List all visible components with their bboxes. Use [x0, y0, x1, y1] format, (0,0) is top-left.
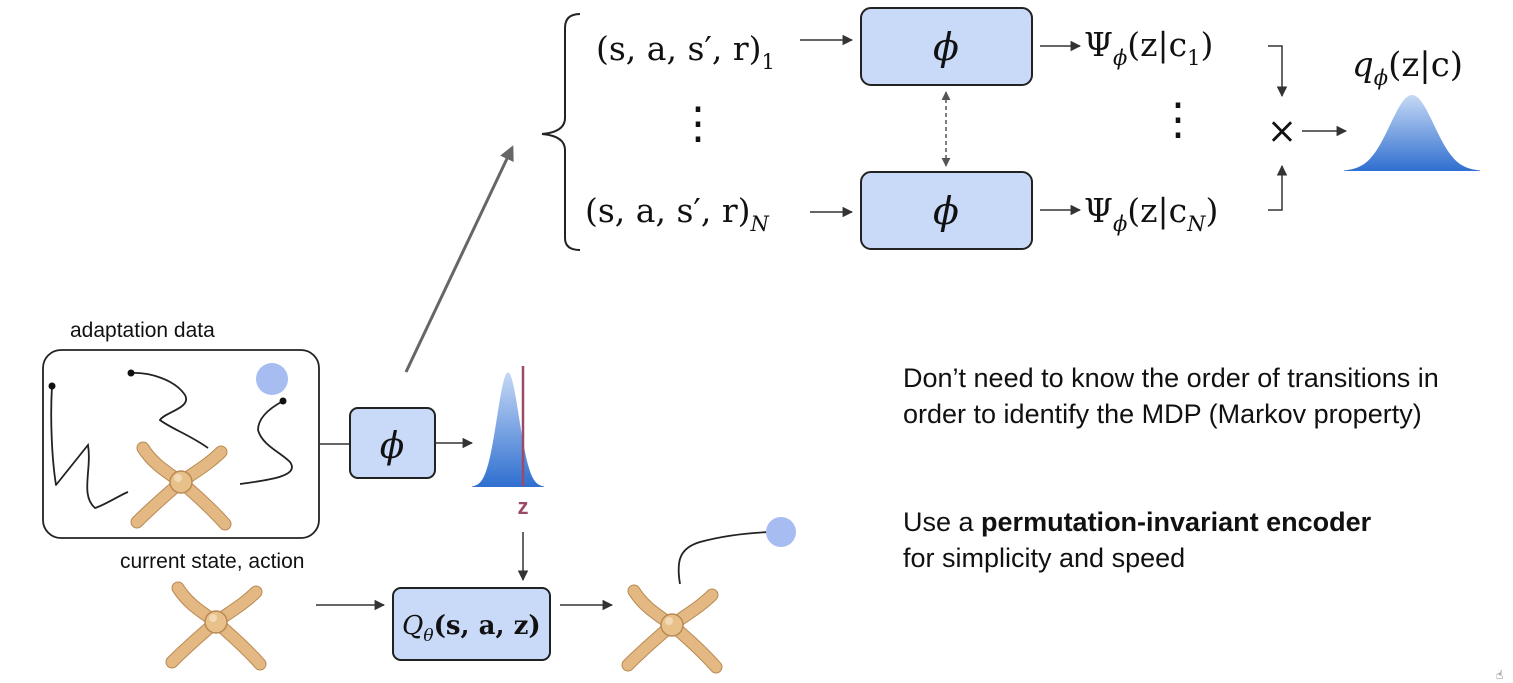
factor-n-sub: N: [1186, 212, 1206, 236]
transition-1: (s, a, s′, r)1: [596, 29, 775, 74]
result-trajectory: [677, 531, 771, 585]
current-state-action-label: current state, action: [120, 550, 304, 573]
encoder-box-1: [860, 7, 1033, 86]
encoder-box-n: [860, 171, 1033, 250]
svg-text:(s, a, s′, r)N: (s, a, s′, r)N: [585, 191, 770, 236]
factor-1-arg: (z|c: [1127, 25, 1187, 64]
q-args: (s, a, z): [434, 611, 541, 641]
factor-1-close: ): [1201, 25, 1214, 64]
result-goal-dot-icon: [766, 517, 796, 547]
ellipsis-transitions: ⋮: [676, 98, 720, 149]
transition-1-subscript: 1: [762, 50, 775, 74]
factor-n-close: ): [1206, 191, 1219, 230]
goal-dot-icon: [256, 363, 288, 395]
svg-text:qϕ(z|c): qϕ(z|c): [1352, 45, 1463, 90]
product-symbol: ×: [1267, 111, 1297, 152]
encoder-phi-n: ϕ: [933, 189, 959, 233]
posterior-label: qϕ(z|c): [1352, 45, 1463, 90]
factor-n-psi: Ψ: [1084, 191, 1113, 230]
ant-result-icon: [628, 591, 716, 667]
transition-1-tuple: (s, a, s′, r): [596, 29, 762, 68]
factor-1-sub: 1: [1187, 46, 1200, 70]
note-encoder-prefix: Use a: [903, 507, 982, 537]
svg-text:(s, a, s′, r)1: (s, a, s′, r)1: [596, 29, 775, 74]
factor-n-phi: ϕ: [1113, 212, 1127, 236]
arrow-to-product-bottom: [1268, 164, 1288, 211]
note-encoder-suffix: for simplicity and speed: [903, 543, 1186, 573]
encoder-phi-1: ϕ: [933, 25, 959, 69]
note-encoder: Use a permutation-invariant encoder for s…: [903, 504, 1503, 576]
trajectory-2: [130, 372, 209, 449]
q-theta: θ: [423, 626, 433, 646]
svg-text:Ψϕ(z|cN): Ψϕ(z|cN): [1084, 191, 1218, 236]
transition-n-tuple: (s, a, s′, r): [585, 191, 751, 230]
z-label: z: [518, 494, 529, 519]
transition-n: (s, a, s′, r)N: [585, 191, 770, 236]
transition-n-subscript: N: [750, 212, 770, 236]
factor-n: Ψϕ(z|cN): [1084, 191, 1218, 236]
posterior-phi: ϕ: [1374, 66, 1388, 90]
trajectory-3: [239, 400, 293, 485]
q-function-box: [392, 587, 551, 661]
svg-text:Qθ(s, a, z): Qθ(s, a, z): [402, 611, 541, 646]
posterior-q: q: [1352, 45, 1374, 85]
zoom-arrow: [404, 145, 514, 373]
gaussian-icon: [1344, 95, 1480, 171]
factor-1-phi: ϕ: [1113, 46, 1127, 70]
cursor-hand-icon: ☝: [1496, 668, 1503, 682]
svg-text:Ψϕ(z|c1): Ψϕ(z|c1): [1084, 25, 1213, 70]
bracket-icon: [541, 13, 581, 251]
factor-1: Ψϕ(z|c1): [1084, 25, 1213, 70]
factor-1-psi: Ψ: [1084, 25, 1113, 64]
posterior-arg: (z|c): [1388, 45, 1463, 85]
ellipsis-factors: ⋮: [1156, 94, 1200, 145]
adaptation-data-label: adaptation data: [70, 319, 215, 342]
ant-current-icon: [172, 588, 260, 664]
encoder-phi-small: ϕ: [380, 426, 405, 467]
q-symbol: Q: [402, 611, 423, 641]
factor-n-arg: (z|c: [1127, 191, 1187, 230]
arrow-to-product-top: [1268, 45, 1288, 98]
latent-gaussian-icon: [472, 372, 544, 487]
note-markov: Don’t need to know the order of transiti…: [903, 363, 1439, 429]
trajectory-1: [50, 385, 129, 510]
note-encoder-bold: permutation-invariant encoder: [981, 507, 1372, 537]
